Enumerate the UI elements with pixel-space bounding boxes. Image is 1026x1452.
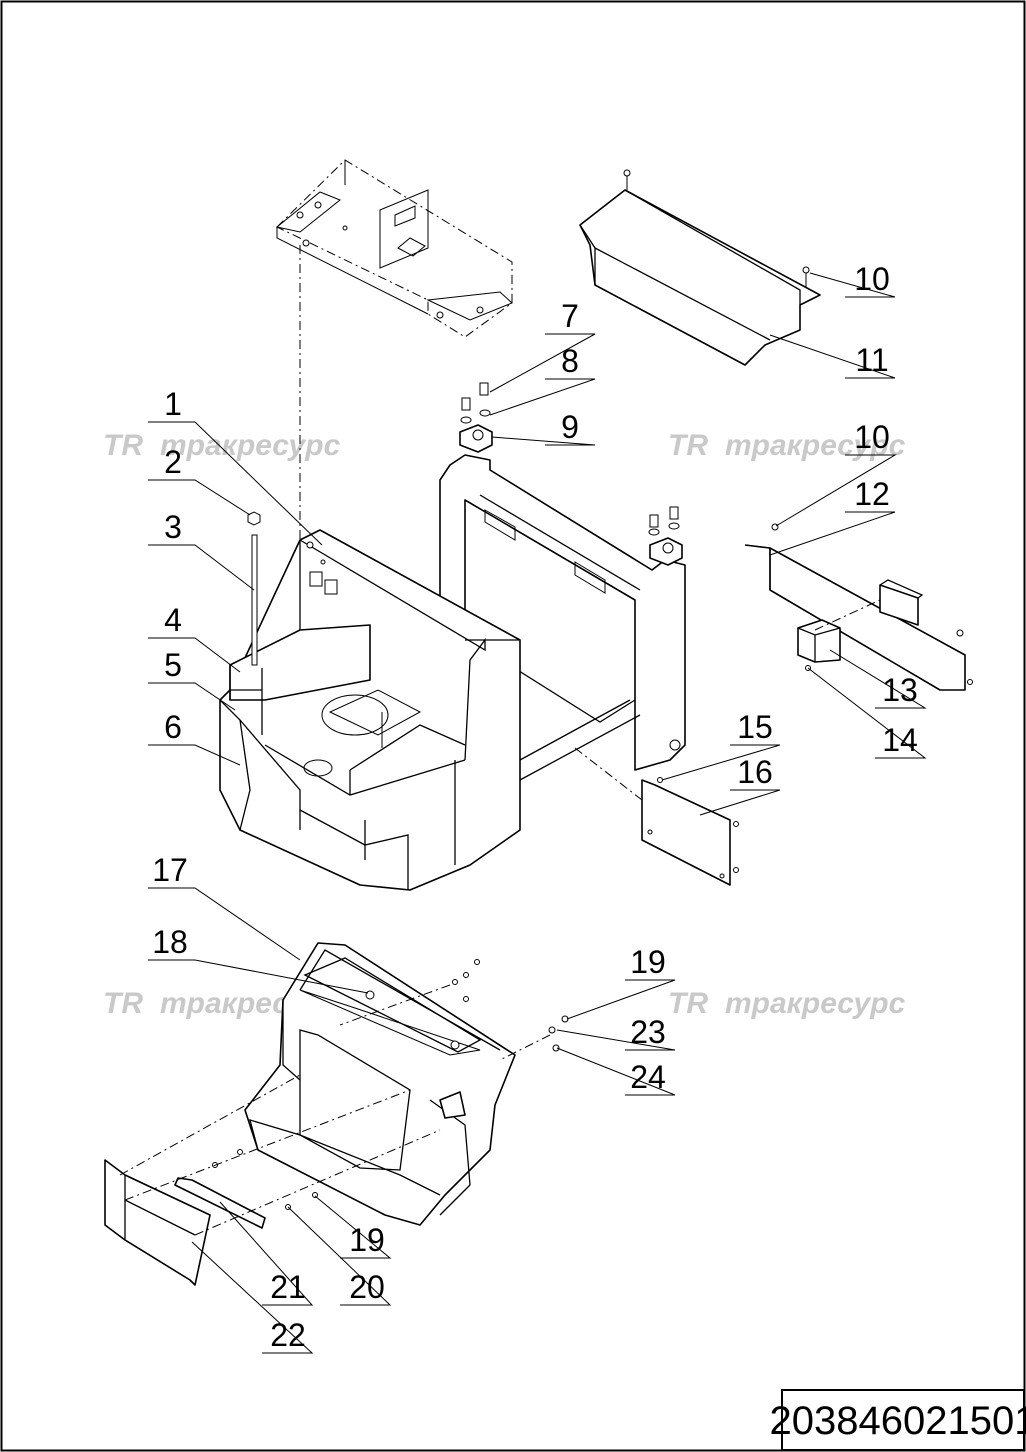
part-bar-12 — [744, 523, 973, 691]
callout-labels: 1 2 3 4 5 6 7 8 9 10 11 10 12 13 14 15 1… — [152, 261, 918, 1353]
part-frame — [439, 382, 686, 781]
watermark-text: тракресурс — [160, 429, 341, 462]
callout-7: 7 — [561, 298, 579, 334]
callout-19: 19 — [349, 1222, 385, 1258]
part-cover-11 — [579, 169, 821, 366]
callout-8: 8 — [561, 343, 579, 379]
watermark-logo: TR — [668, 429, 708, 462]
watermark-logo: TR — [103, 429, 143, 462]
callout-1: 1 — [164, 386, 182, 422]
drawing-code: 203846021501 — [770, 1399, 1026, 1443]
callout-12: 12 — [854, 476, 890, 512]
watermark-text: тракресурс — [725, 429, 906, 462]
leader-lines — [148, 272, 927, 1354]
watermark-1: TR тракресурс — [103, 429, 341, 462]
part-body-6 — [219, 529, 521, 891]
callout-2: 2 — [164, 444, 182, 480]
callout-18: 18 — [152, 924, 188, 960]
callout-10: 10 — [854, 419, 890, 455]
callout-11: 11 — [855, 342, 888, 378]
callout-23: 23 — [630, 1014, 666, 1050]
callout-15: 15 — [737, 709, 773, 745]
watermark-2: TR тракресурс — [668, 429, 906, 462]
part-panel-22 — [104, 1074, 441, 1286]
callout-3: 3 — [164, 509, 182, 545]
callout-9: 9 — [561, 409, 579, 445]
watermark-4: TR тракресурс — [668, 987, 906, 1020]
callout-21: 21 — [270, 1269, 306, 1305]
watermark-logo: TR — [103, 987, 143, 1020]
callout-6: 6 — [164, 709, 182, 745]
part-hood-17 — [244, 942, 569, 1226]
callout-14: 14 — [882, 722, 918, 758]
callout-19: 19 — [630, 944, 666, 980]
callout-13: 13 — [882, 672, 918, 708]
callout-20: 20 — [349, 1269, 385, 1305]
callout-22: 22 — [270, 1317, 306, 1353]
callout-5: 5 — [164, 647, 182, 683]
part-rod-3 — [247, 511, 261, 666]
watermark-text: тракресурс — [725, 987, 906, 1020]
watermark-logo: TR — [668, 987, 708, 1020]
part-plate-16 — [574, 747, 739, 886]
drawing-code-box: 203846021501 — [770, 1389, 1026, 1451]
callout-24: 24 — [630, 1059, 666, 1095]
callout-17: 17 — [152, 852, 188, 888]
callout-4: 4 — [164, 602, 182, 638]
callout-16: 16 — [737, 754, 773, 790]
callout-10: 10 — [854, 261, 890, 297]
